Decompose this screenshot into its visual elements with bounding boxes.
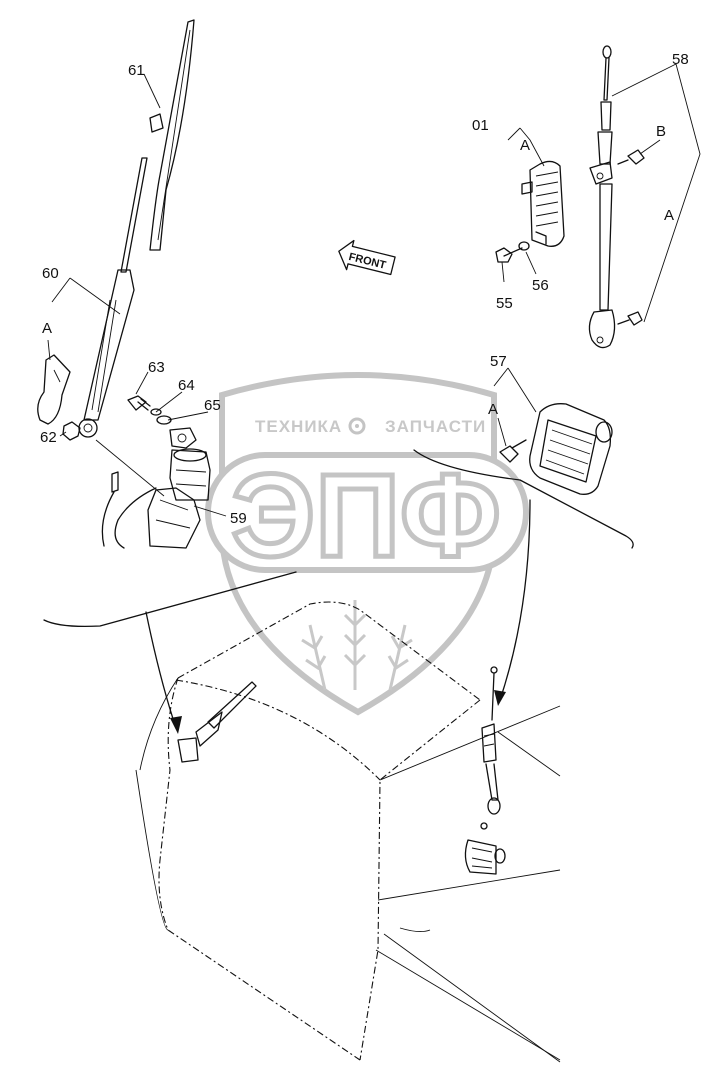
label-58: 58: [672, 51, 689, 68]
label-01: 01: [472, 117, 489, 134]
washer-65: [156, 415, 172, 425]
bracket-right: [413, 449, 634, 549]
work-lamp: [529, 403, 613, 495]
label-a-left: A: [42, 320, 52, 337]
label-65: 65: [204, 397, 221, 414]
arrow-to-cab-right: [499, 499, 531, 701]
label-61: 61: [128, 62, 145, 79]
cab-antenna: [480, 666, 501, 830]
washer-64: [150, 408, 162, 416]
nut-62: [62, 421, 81, 441]
wiper-arm: [78, 157, 148, 438]
label-a-57: A: [488, 401, 498, 418]
callout-labels: 61 60 A 63 64 65 62 59 58 B A 01 A 55 56…: [40, 51, 689, 527]
arrow-to-cab-left: [145, 611, 177, 729]
antenna: [588, 45, 616, 349]
label-62: 62: [40, 429, 57, 446]
label-b: B: [656, 123, 666, 140]
arrow-head-left: [170, 716, 182, 734]
screw-a-antenna: [617, 311, 643, 326]
watermark-text-right: ЗАПЧАСТИ: [385, 417, 486, 436]
wiper-motor: [95, 427, 211, 549]
arrow-head-right: [494, 690, 506, 706]
front-marker: FRONT: [338, 239, 396, 276]
bracket-left: [43, 571, 297, 628]
label-63: 63: [148, 359, 165, 376]
watermark-pill: [205, 452, 529, 573]
wheat-icon: [301, 600, 413, 691]
label-56: 56: [532, 277, 549, 294]
screw-b: [617, 149, 645, 165]
watermark-text-left: ТЕХНИКА: [255, 417, 342, 436]
watermark-letters: ЭПФ: [231, 450, 500, 582]
marker-lamp: [521, 160, 565, 247]
wiper-blade: [149, 19, 195, 251]
leader-lines: [47, 63, 701, 517]
label-64: 64: [178, 377, 195, 394]
label-55: 55: [496, 295, 513, 312]
watermark-shield: [219, 372, 497, 716]
label-a-right: A: [664, 207, 674, 224]
label-a-01: A: [520, 137, 530, 154]
bolt-63: [127, 395, 151, 411]
screw-55: [495, 247, 523, 263]
screw-a-lamp: [499, 439, 527, 463]
watermark-logo: ТЕХНИКА ЗАПЧАСТИ ЭПФ: [205, 372, 529, 716]
label-59: 59: [230, 510, 247, 527]
label-60: 60: [42, 265, 59, 282]
cab-wiper: [177, 681, 257, 763]
washer-56: [518, 241, 530, 251]
cab-outline: [135, 601, 561, 1063]
arm-cover: [37, 354, 71, 425]
cab-lamp: [464, 839, 506, 875]
gear-icon: [348, 417, 366, 435]
label-57: 57: [490, 353, 507, 370]
